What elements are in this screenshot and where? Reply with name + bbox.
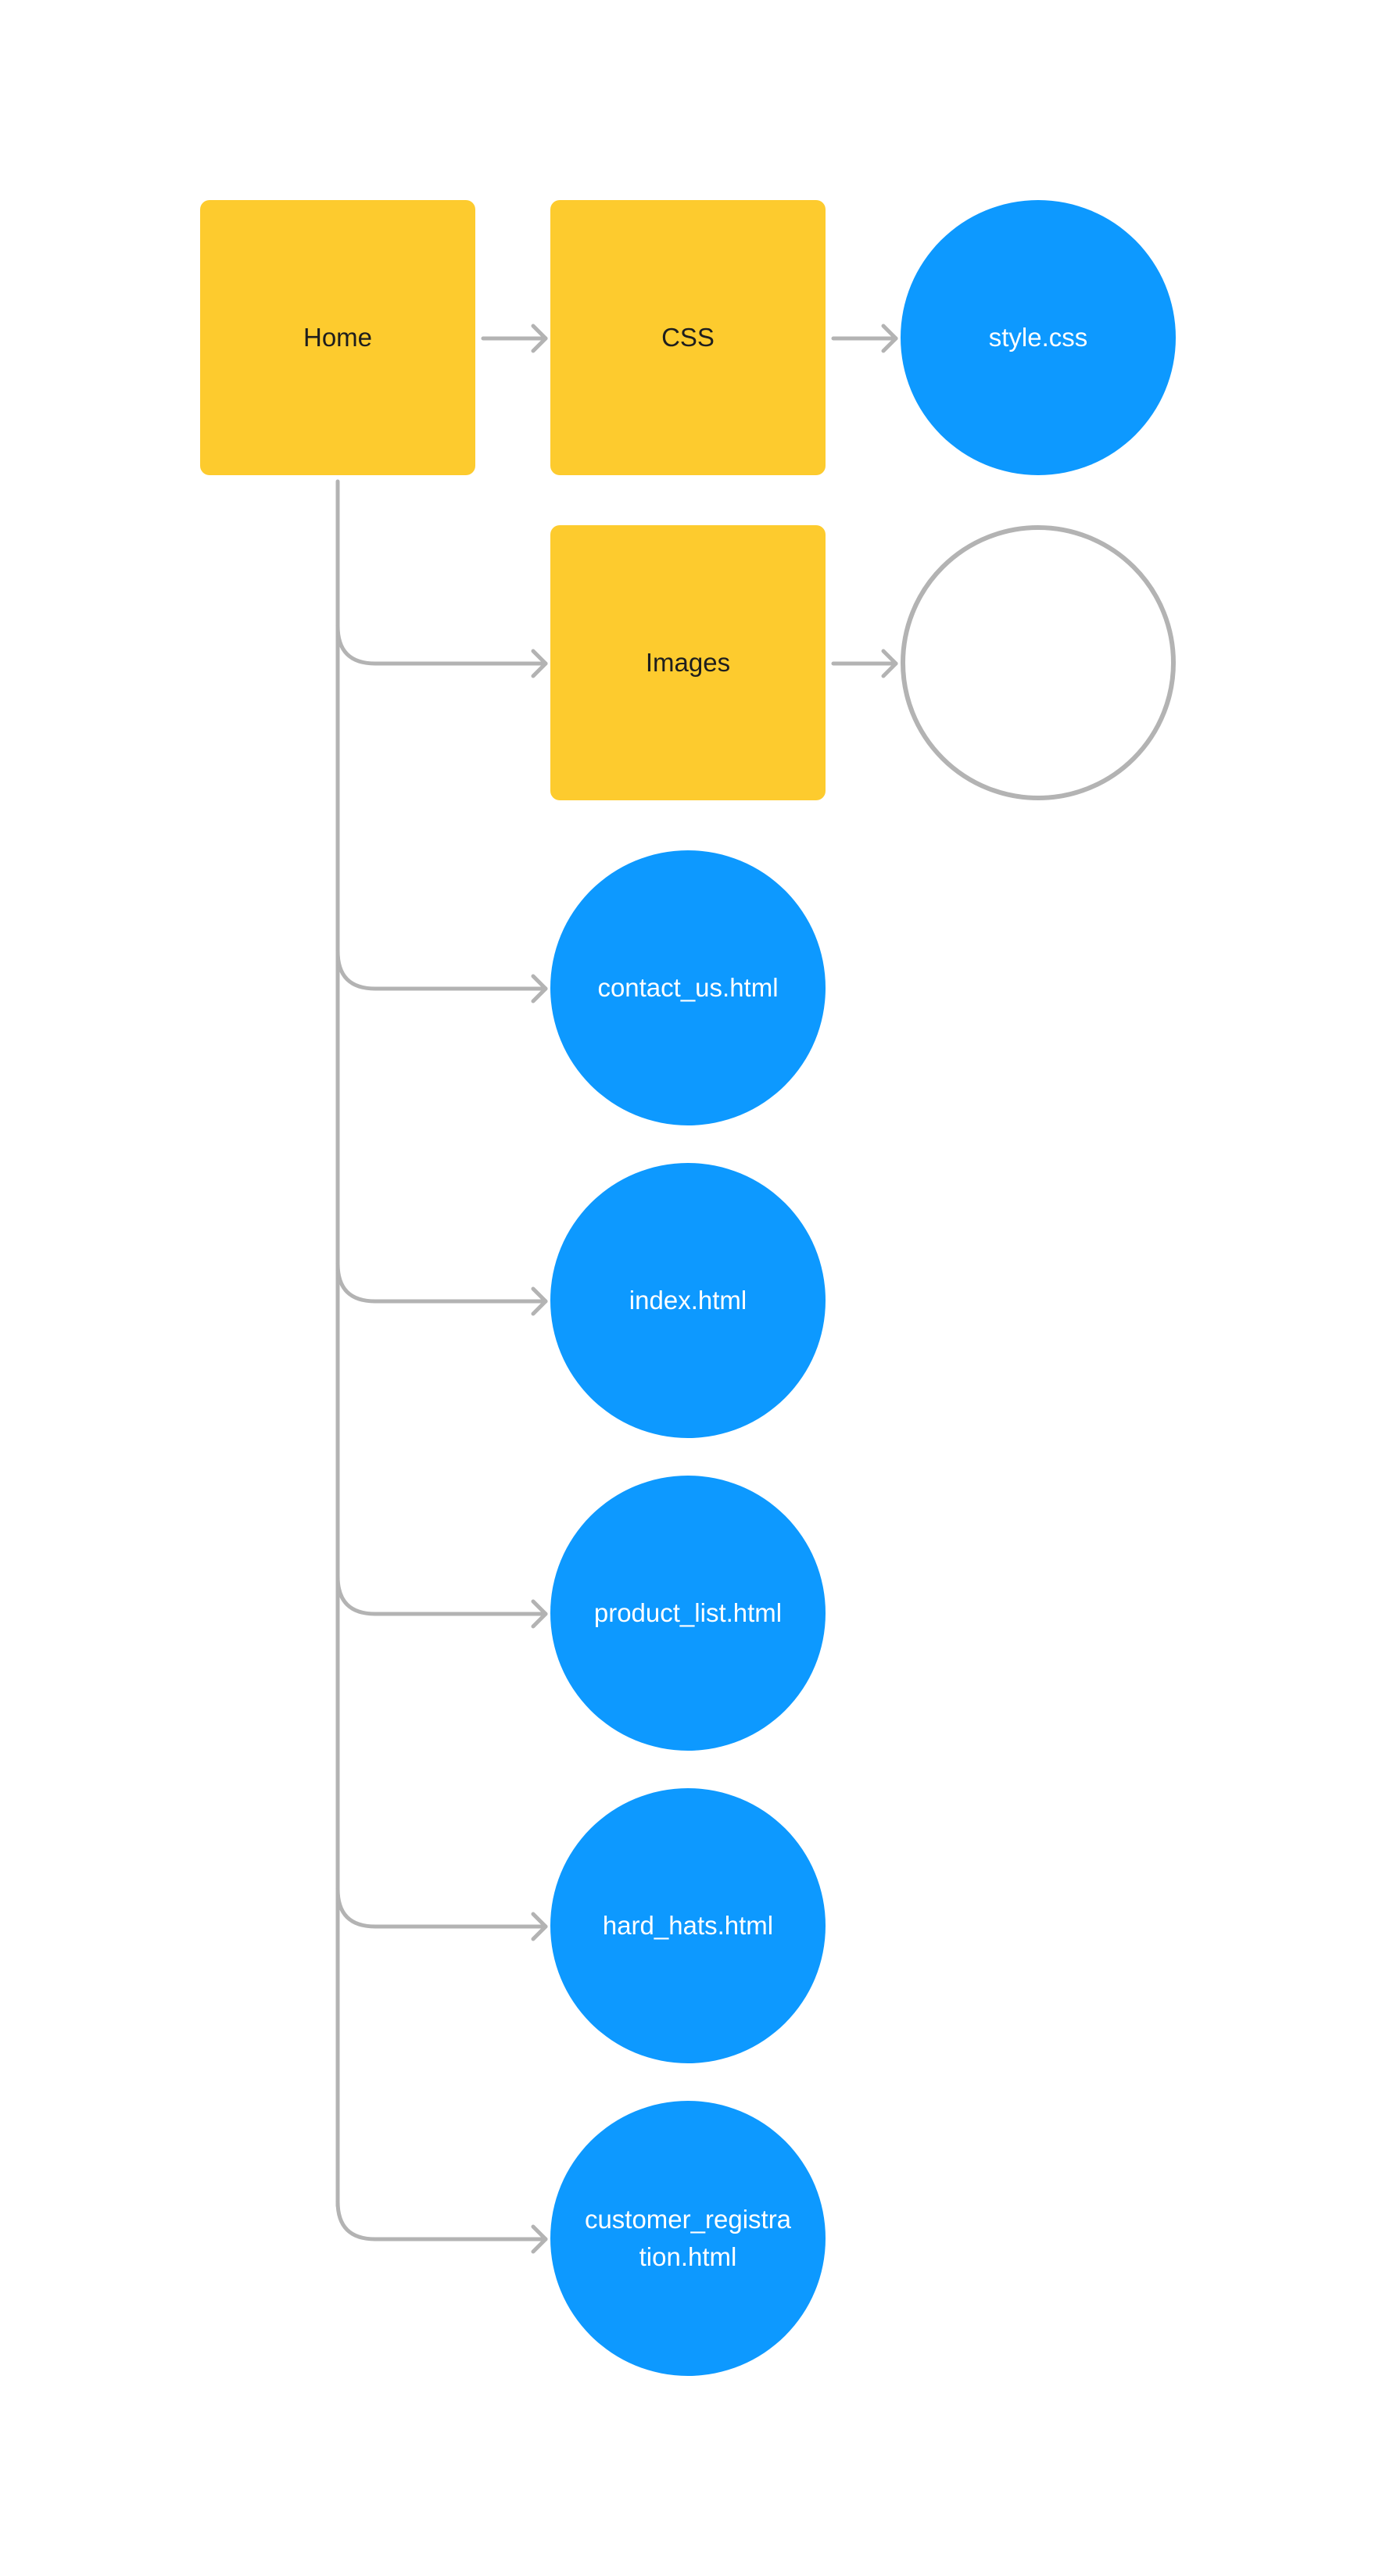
connector-css-style	[831, 324, 898, 353]
css-label: CSS	[661, 323, 715, 352]
style-css-file-node[interactable]: style.css	[901, 200, 1176, 475]
connector-home-hardhats	[335, 1887, 548, 1941]
contact-us-file-node[interactable]: contact_us.html	[550, 850, 826, 1125]
connector-home-images	[335, 624, 548, 678]
customer-registration-label: customer_registration.html	[584, 2205, 792, 2271]
product-list-file-node[interactable]: product_list.html	[550, 1476, 826, 1751]
connector-images-empty	[831, 649, 898, 678]
connector-home-product	[335, 1574, 548, 1629]
home-folder-node[interactable]: Home	[200, 200, 475, 475]
connector-home-css	[481, 324, 548, 353]
contact-us-label: contact_us.html	[597, 973, 779, 1002]
index-file-node[interactable]: index.html	[550, 1163, 826, 1438]
style-css-label: style.css	[988, 323, 1088, 352]
hard-hats-label: hard_hats.html	[602, 1911, 774, 1940]
images-label: Images	[645, 648, 731, 677]
home-label: Home	[303, 323, 373, 352]
images-folder-node[interactable]: Images	[550, 525, 826, 800]
hard-hats-file-node[interactable]: hard_hats.html	[550, 1788, 826, 2063]
empty-file-node[interactable]	[901, 525, 1176, 800]
css-folder-node[interactable]: CSS	[550, 200, 826, 475]
customer-registration-file-node[interactable]: customer_registration.html	[550, 2101, 826, 2376]
index-label: index.html	[629, 1286, 747, 1315]
product-list-label: product_list.html	[593, 1598, 783, 1627]
connector-home-contact	[335, 949, 548, 1004]
connector-home-registration	[335, 2199, 548, 2254]
connector-home-index	[335, 1261, 548, 1316]
